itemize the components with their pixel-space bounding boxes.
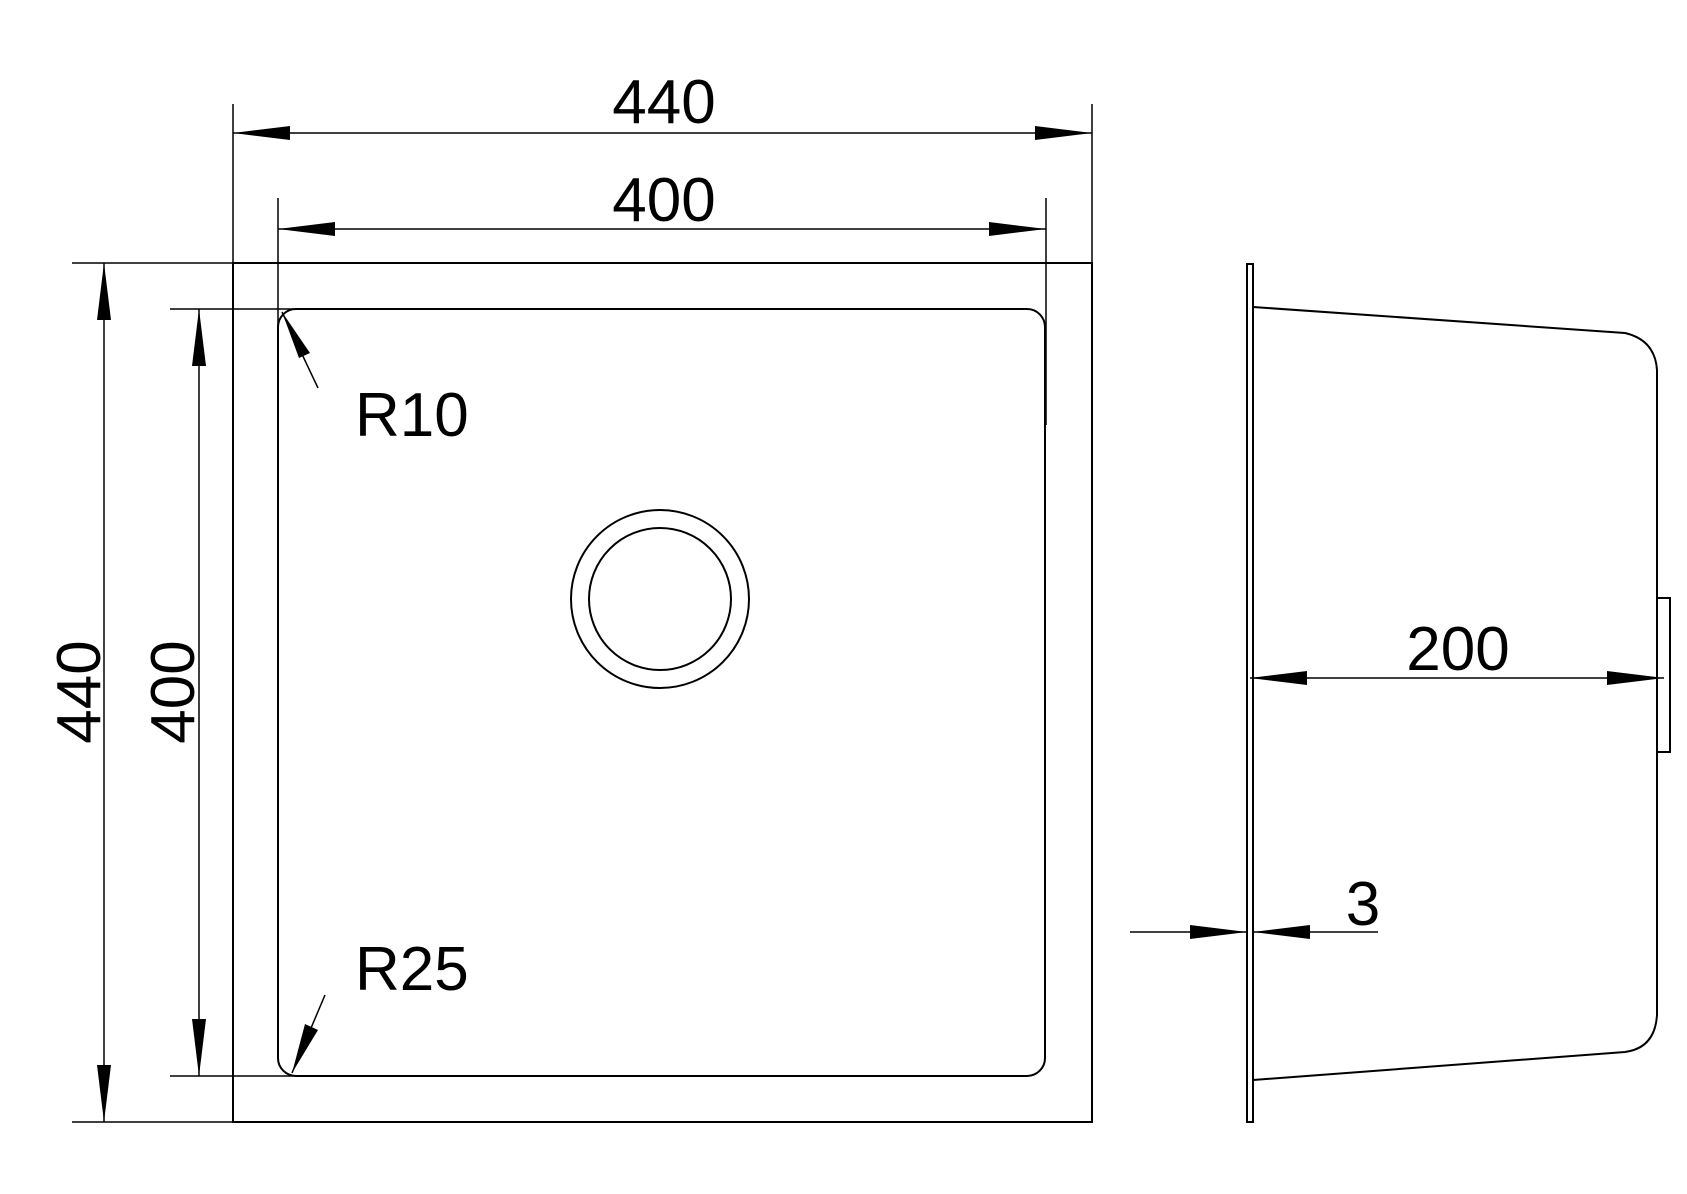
radius-label-r10: R10 xyxy=(355,381,469,450)
radius-r25-callout: R25 xyxy=(291,935,469,1074)
extension-lines xyxy=(72,104,1093,1123)
radius-r10-callout: R10 xyxy=(281,311,469,450)
radius-label-r25: R25 xyxy=(355,935,469,1004)
dim-left-440: 440 xyxy=(45,263,114,1122)
side-view xyxy=(1246,263,1671,1123)
drain-outer-ring xyxy=(570,509,750,689)
dim-label-top-outer: 440 xyxy=(612,68,715,137)
dim-label-side-depth: 200 xyxy=(1406,615,1509,684)
dim-label-left-inner: 400 xyxy=(139,640,208,743)
dim-side-200: 200 xyxy=(1250,615,1664,685)
dim-label-top-inner: 400 xyxy=(612,166,715,235)
drain-inner-ring xyxy=(588,527,732,671)
dim-label-side-thickness: 3 xyxy=(1346,870,1380,939)
dim-side-3: 3 xyxy=(1130,870,1380,939)
dim-left-400: 400 xyxy=(139,309,208,1076)
dim-label-left-outer: 440 xyxy=(45,640,114,743)
side-drain-outlet xyxy=(1656,597,1671,753)
side-flange-plate xyxy=(1246,263,1254,1123)
dim-top-440: 440 xyxy=(233,68,1092,140)
side-bowl-profile xyxy=(1252,306,1658,1081)
top-view xyxy=(232,262,1093,1123)
dim-top-400: 400 xyxy=(278,166,1046,236)
inner-bowl-outline xyxy=(277,308,1046,1077)
outer-flange-outline xyxy=(232,262,1093,1123)
